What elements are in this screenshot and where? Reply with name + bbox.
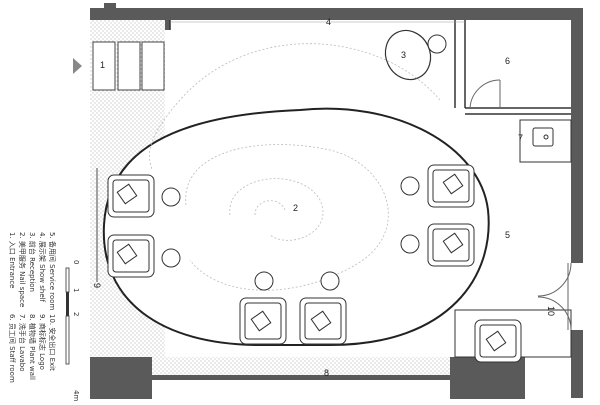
staff-door (469, 79, 501, 109)
round-tables (161, 176, 420, 291)
label-reception: 3 (401, 50, 406, 60)
scale-tick-2: 2 (72, 312, 80, 316)
label-plant-wall: 8 (324, 368, 329, 378)
label-service-room: 5 (505, 230, 510, 240)
legend-item: 3. 前台 Reception (28, 232, 37, 292)
legend-item: 5. 备用间 Service room (48, 232, 57, 311)
legend-col1: 1. 入口 Entrance 2. 美甲服务 Nail space 3. 前台 … (8, 232, 57, 311)
reception-desk (384, 29, 432, 81)
nail-space-oval (102, 107, 490, 346)
legend-item: 1. 入口 Entrance (8, 232, 16, 289)
scale-tick-0: 0 (72, 260, 80, 264)
label-show-shelf: 4 (326, 17, 331, 27)
legend-item: 10. 安全出口 Exit (48, 314, 57, 371)
legend-item: 7. 洗手台 Lavabo (18, 314, 27, 371)
legend-item: 8. 植物墙 Plant wall (28, 314, 37, 380)
scale-tick-1: 1 (72, 288, 80, 292)
walls (90, 3, 583, 399)
armchairs (107, 164, 522, 363)
legend-item: 2. 美甲服务 Nail space (18, 232, 27, 307)
entrance-shelves (92, 41, 165, 91)
exit-doors (537, 262, 572, 331)
label-exit: 10 (546, 306, 556, 316)
plant-wall-hatch (152, 357, 450, 375)
label-logo: 9 (92, 283, 102, 288)
legend: 1. 入口 Entrance 2. 美甲服务 Nail space 3. 前台 … (8, 232, 57, 383)
label-staff-room: 6 (505, 56, 510, 66)
scale-bar: 0 1 2 4m (65, 260, 80, 401)
scale-tick-4m: 4m (72, 390, 80, 401)
legend-item: 9. 商标标志 Logo (38, 314, 47, 370)
reception-stool (427, 34, 447, 54)
entrance-arrow (73, 58, 82, 74)
partitions (169, 20, 572, 358)
label-nail-space: 2 (293, 203, 298, 213)
label-entrance: 1 (100, 60, 105, 70)
label-lavabo: 7 (518, 133, 523, 143)
legend-item: 4. 展示架 Show shelf (38, 232, 46, 303)
legend-item: 6. 员工间 Staff room (8, 314, 16, 383)
legend-col2: 6. 员工间 Staff room 7. 洗手台 Lavabo 8. 植物墙 P… (8, 314, 57, 383)
